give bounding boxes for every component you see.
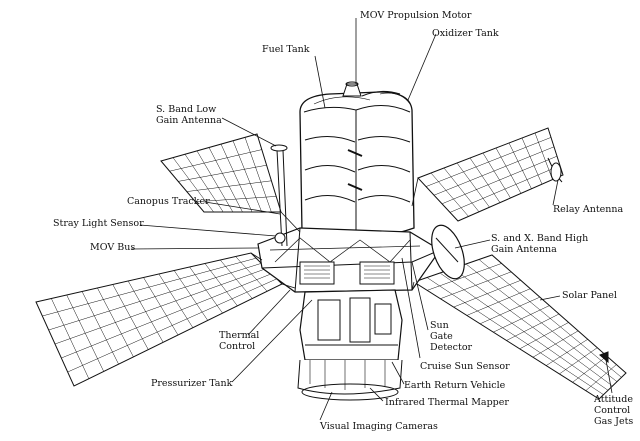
earth-return-vehicle-module xyxy=(297,289,403,401)
leader-lines xyxy=(130,18,613,421)
label-thermal-control: Thermal Control xyxy=(219,330,260,352)
solar-panel-upper-right xyxy=(417,127,564,222)
label-infrared-thermal-mapper: Infrared Thermal Mapper xyxy=(385,397,509,408)
relay-antenna xyxy=(547,157,563,183)
label-solar-panel: Solar Panel xyxy=(562,290,617,301)
solar-panel-lower-left xyxy=(35,252,283,387)
label-attitude-control-gas-jets: Attitude Control Gas Jets xyxy=(594,394,634,427)
solar-panel-upper-left xyxy=(160,133,282,213)
label-visual-imaging-cameras: Visual Imaging Cameras xyxy=(320,421,438,432)
label-s-band-low-gain-antenna: S. Band Low Gain Antenna xyxy=(156,104,222,126)
mov-bus-structure xyxy=(257,227,441,293)
panel-struts xyxy=(250,177,419,291)
label-fuel-tank: Fuel Tank xyxy=(262,44,310,55)
label-s-x-band-high-gain-antenna: S. and X. Band High Gain Antenna xyxy=(491,233,589,255)
propellant-tanks xyxy=(299,91,415,239)
label-mov-propulsion-motor: MOV Propulsion Motor xyxy=(360,10,472,21)
label-oxidizer-tank: Oxidizer Tank xyxy=(432,28,499,39)
attitude-control-gas-jets xyxy=(599,351,609,364)
label-earth-return-vehicle: Earth Return Vehicle xyxy=(404,380,506,391)
propulsion-motor xyxy=(342,81,401,97)
label-pressurizer-tank: Pressurizer Tank xyxy=(151,378,233,389)
label-cruise-sun-sensor: Cruise Sun Sensor xyxy=(420,361,510,372)
high-gain-antenna-dish xyxy=(431,224,465,280)
label-sun-gate-detector: Sun Gate Detector xyxy=(430,320,473,353)
label-mov-bus: MOV Bus xyxy=(90,242,136,253)
label-canopus-tracker: Canopus Tracker xyxy=(127,196,210,207)
label-relay-antenna: Relay Antenna xyxy=(553,204,624,215)
low-gain-antenna-mast xyxy=(270,144,288,247)
solar-panel-lower-right xyxy=(412,254,627,400)
label-stray-light-sensor: Stray Light Sensor xyxy=(53,218,144,229)
